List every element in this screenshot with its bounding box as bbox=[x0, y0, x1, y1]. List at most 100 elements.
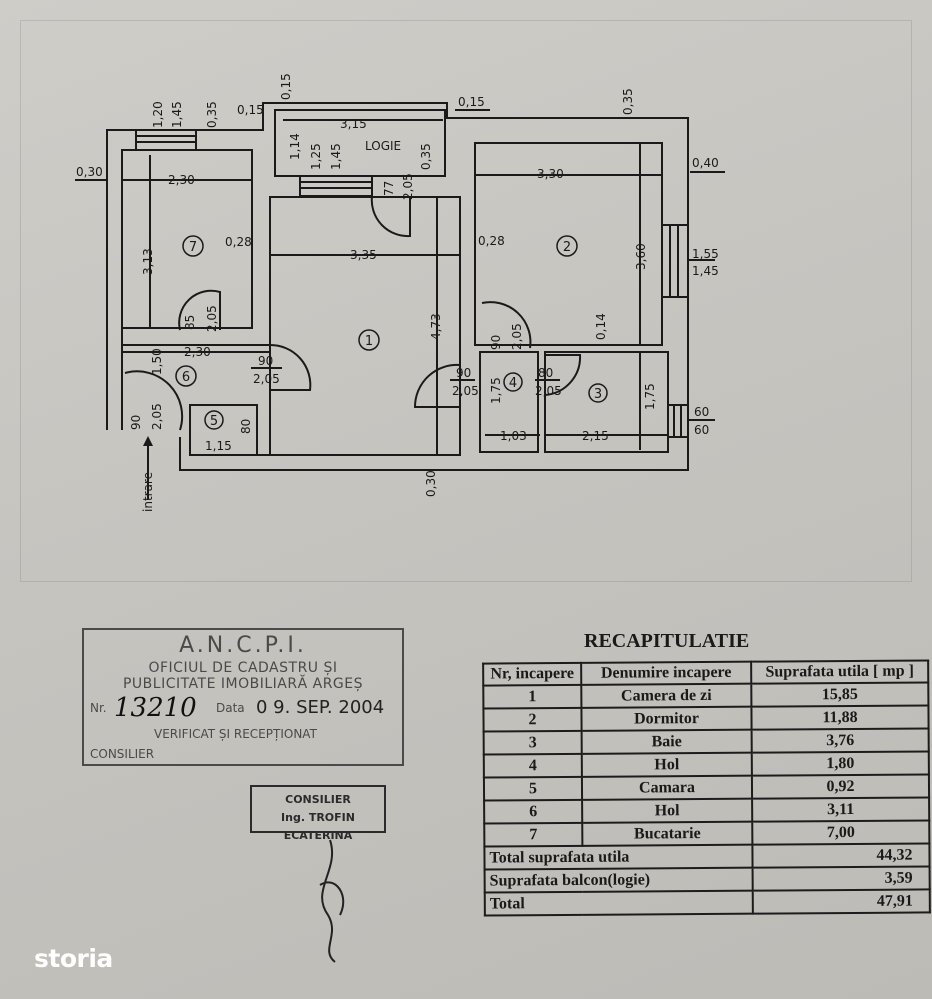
dimension-label: 0,15 bbox=[237, 103, 264, 117]
table-cell: 47,91 bbox=[752, 889, 930, 914]
table-cell: 1,80 bbox=[751, 751, 929, 776]
dimension-label: 2,05 bbox=[150, 403, 164, 430]
table-cell: Dormitor bbox=[581, 706, 752, 731]
dimension-label: 0,30 bbox=[76, 165, 103, 179]
door-arc-living bbox=[269, 343, 312, 391]
dimension-label: 1,50 bbox=[150, 348, 164, 375]
dimension-label: 2,05 bbox=[510, 323, 524, 350]
dimension-label: 0,28 bbox=[478, 234, 505, 248]
dimension-label: 0,35 bbox=[621, 88, 635, 115]
table-cell: Hol bbox=[582, 798, 753, 823]
header-name: Denumire incapere bbox=[581, 661, 752, 685]
door-arc-logie bbox=[370, 195, 411, 238]
consilier-stamp-line-1: CONSILIER bbox=[285, 793, 351, 806]
table-cell: 0,92 bbox=[751, 774, 930, 799]
dimension-label: 1,45 bbox=[329, 143, 343, 170]
dimension-label: 3,60 bbox=[634, 243, 648, 270]
room-4-hol bbox=[479, 351, 539, 453]
dimension-label: 77 bbox=[382, 181, 396, 196]
dimension-label: 0,15 bbox=[458, 95, 485, 109]
dimension-label: 0,35 bbox=[419, 143, 433, 170]
table-cell: 6 bbox=[484, 799, 583, 824]
table-cell: 5 bbox=[483, 776, 583, 801]
signature bbox=[319, 839, 345, 963]
total-row: Suprafata balcon(logie)3,59 bbox=[484, 866, 930, 893]
room-6-hol bbox=[122, 344, 271, 456]
window-bath bbox=[667, 404, 689, 438]
dimension-label: 3,13 bbox=[141, 248, 155, 275]
dimension-label: 0,40 bbox=[692, 156, 719, 170]
dimension-label: 2,05 bbox=[253, 372, 280, 386]
dimension-label: 1,03 bbox=[500, 429, 527, 443]
door-arc-entry bbox=[124, 370, 184, 431]
table-cell: 3 bbox=[483, 730, 582, 755]
dimension-label: 3,15 bbox=[340, 117, 367, 131]
dimension-label: 2,30 bbox=[184, 345, 211, 359]
stamp-date-label: Data bbox=[216, 701, 245, 715]
table-cell: Camara bbox=[581, 775, 753, 800]
table-cell: Hol bbox=[581, 752, 752, 777]
dimension-label: 90 bbox=[129, 415, 143, 430]
table-cell: Bucatarie bbox=[582, 821, 753, 846]
outer-wall bbox=[106, 102, 689, 471]
dimension-label: 2,05 bbox=[205, 305, 219, 332]
table-cell: 3,11 bbox=[752, 797, 930, 822]
dimension-label: 0,30 bbox=[424, 470, 438, 497]
window-logie bbox=[299, 175, 373, 197]
dimension-label: 2,15 bbox=[582, 429, 609, 443]
dimension-label: 2,05 bbox=[535, 384, 562, 398]
consilier-stamp-line-2: Ing. TROFIN ECATERINA bbox=[281, 811, 355, 842]
dimension-label: 1,75 bbox=[489, 377, 503, 404]
stamp-title: A.N.C.P.I. bbox=[179, 633, 307, 658]
dimension-label: 1,75 bbox=[643, 383, 657, 410]
logie-label: LOGIE bbox=[365, 139, 401, 153]
handwritten-registration-number: 13210 bbox=[114, 693, 197, 723]
door-arc-kitchen bbox=[178, 289, 221, 331]
table-cell: Suprafata balcon(logie) bbox=[484, 867, 753, 893]
dimension-label: 60 bbox=[694, 423, 709, 437]
room-number-4: 4 bbox=[509, 376, 517, 391]
dimension-label: 90 bbox=[489, 335, 503, 350]
door-arc-bath bbox=[544, 354, 582, 396]
dimension-label: 2,05 bbox=[401, 173, 415, 200]
recap-title: RECAPITULATIE bbox=[584, 630, 750, 652]
stamp-line-1: OFICIUL DE CADASTRU ȘI bbox=[148, 660, 338, 676]
door-arc-hol4-living bbox=[413, 363, 461, 408]
dimension-label: 1,55 bbox=[692, 247, 719, 261]
header-nr: Nr, incapere bbox=[483, 662, 582, 686]
room-number-6: 6 bbox=[182, 370, 190, 385]
dimension-label: 0,15 bbox=[279, 73, 293, 100]
table-cell: 2 bbox=[483, 707, 582, 732]
table-cell: Camera de zi bbox=[581, 683, 752, 708]
door-arc-hol4 bbox=[481, 301, 532, 349]
table-cell: 1 bbox=[483, 684, 582, 709]
dimension-label: 3,35 bbox=[350, 248, 377, 262]
table-cell: Total bbox=[484, 890, 753, 916]
ancpi-stamp: A.N.C.P.I. OFICIUL DE CADASTRU ȘI PUBLIC… bbox=[82, 628, 404, 766]
outer-wall-inner bbox=[121, 149, 253, 430]
stamp-date-value: 0 9. SEP. 2004 bbox=[256, 697, 385, 718]
dimension-labels: 1,20 1,45 0,35 0,15 0,15 0,15 0,35 3,15 … bbox=[76, 73, 719, 497]
dimension-label: 1,25 bbox=[309, 143, 323, 170]
room-3-baie bbox=[544, 351, 669, 453]
header-area: Suprafata utila [ mp ] bbox=[751, 660, 929, 684]
stamp-line-2: PUBLICITATE IMOBILIARĂ ARGEȘ bbox=[122, 676, 364, 692]
table-cell: 44,32 bbox=[752, 843, 930, 868]
dimension-label: 0,35 bbox=[205, 101, 219, 128]
room-number-7: 7 bbox=[189, 240, 197, 255]
dimension-label: 0,28 bbox=[225, 235, 252, 249]
dimension-label: 80 bbox=[538, 366, 553, 380]
table-cell: 11,88 bbox=[751, 705, 929, 730]
entry-arrow-icon bbox=[143, 436, 153, 446]
table-cell: 7,00 bbox=[752, 820, 930, 845]
dimension-label: 1,15 bbox=[205, 439, 232, 453]
table-cell: 3,76 bbox=[751, 728, 929, 753]
consilier-stamp: CONSILIER Ing. TROFIN ECATERINA bbox=[250, 785, 386, 842]
